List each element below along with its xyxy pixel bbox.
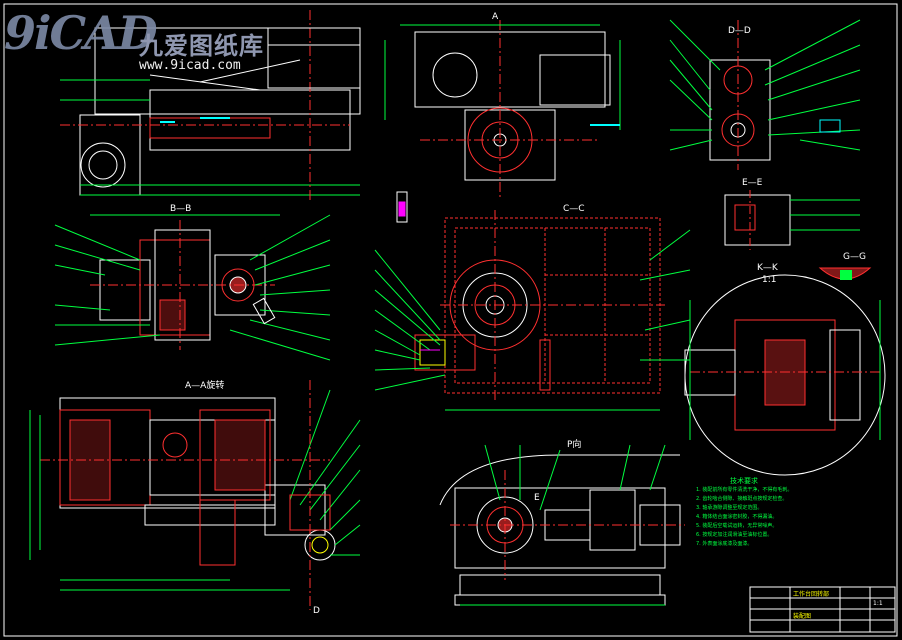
label-section-k-k: K—K (757, 263, 778, 273)
view-top-center (384, 20, 621, 200)
note-item: 1. 装配前所有零件清洗干净，不得有毛刺。 (696, 487, 793, 493)
notes-title: 技术要求 (730, 477, 758, 485)
view-g-g (818, 267, 872, 280)
view-b-b (54, 214, 331, 361)
detail-small (396, 191, 408, 223)
label-view-p: P向 (567, 440, 582, 450)
drawing-border (3, 3, 898, 637)
view-d-d (669, 19, 861, 170)
label-e: E (534, 493, 540, 503)
view-k-k (684, 274, 886, 476)
view-p (439, 444, 685, 606)
note-item: 7. 外表面涂底漆及面漆。 (696, 541, 753, 547)
title-block-scale: 1:1 (873, 600, 883, 607)
note-item: 3. 轴承游隙调整至规定范围。 (696, 505, 763, 511)
watermark-site-name: 九爱图纸库 (139, 32, 264, 60)
note-item: 5. 装配后空载试运转，无异常噪声。 (696, 523, 778, 529)
label-section-c-c: C—C (563, 204, 585, 214)
label-section-g-g: G—G (843, 252, 866, 262)
label-section-b-b: B—B (170, 204, 192, 214)
watermark-logo: 9iCAD (4, 6, 158, 60)
note-item: 4. 箱体结合面涂密封胶，不得漏油。 (696, 514, 778, 520)
view-e-e (724, 190, 860, 250)
view-a-a (29, 380, 361, 610)
label-section-d-d: D—D (728, 26, 751, 36)
label-section-e-e: E—E (742, 178, 763, 188)
label-section-a: A (492, 12, 499, 22)
label-scale: 1:1 (762, 275, 777, 285)
watermark: 9iCAD 九爱图纸库 www.9icad.com (4, 6, 304, 76)
label-section-a-a: A—A旋转 (185, 381, 225, 391)
label-d: D (313, 606, 320, 616)
note-item: 6. 按规定加注润滑油至油标位置。 (696, 532, 773, 538)
title-block (749, 586, 896, 633)
note-item: 2. 齿轮啮合侧隙、接触斑点按规定检查。 (696, 496, 788, 502)
watermark-url: www.9icad.com (139, 58, 241, 73)
view-top-left (60, 10, 361, 200)
view-c-c (374, 210, 691, 411)
title-block-drawing: 装配图 (793, 613, 812, 620)
technical-notes: 1. 装配前所有零件清洗干净，不得有毛刺。 2. 齿轮啮合侧隙、接触斑点按规定检… (696, 486, 896, 586)
title-block-name: 工作台回转部 (793, 591, 830, 598)
